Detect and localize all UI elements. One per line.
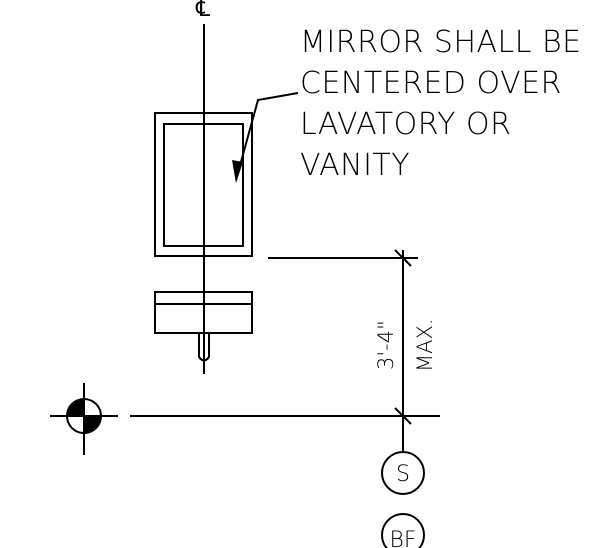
dimension-tick-bottom [394, 407, 412, 425]
elevation-target-symbol [50, 383, 118, 455]
bf-tag-label: BF [389, 528, 416, 548]
note-line-3: LAVATORY OR [300, 107, 512, 142]
mirror-inner-frame [163, 123, 244, 247]
lavatory-drain [198, 333, 210, 362]
note-line-1: MIRROR SHALL BE [300, 25, 582, 60]
note-leader-arrowhead [232, 160, 243, 183]
s-tag-circle [381, 451, 425, 495]
centerline-symbol: ℄ [195, 0, 211, 22]
dimension-value: 3'-4" [374, 320, 398, 370]
dimension-qualifier: MAX. [413, 318, 437, 372]
s-tag-label: S [396, 462, 410, 487]
dimension-tick-top [394, 249, 412, 267]
note-line-4: VANITY [300, 148, 410, 183]
lavatory-top [154, 291, 253, 334]
note-line-2: CENTERED OVER [300, 66, 562, 101]
bf-tag-circle [381, 513, 425, 548]
mirror-outer-frame [154, 112, 253, 257]
note-leader [235, 92, 299, 181]
